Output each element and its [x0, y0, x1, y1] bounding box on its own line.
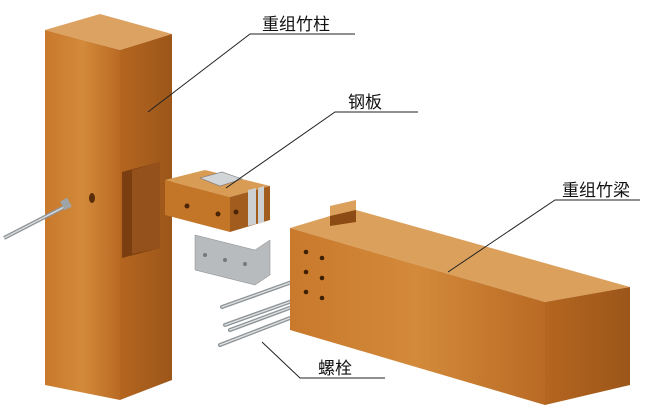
steel-plate-connector — [165, 170, 271, 286]
through-bolt — [3, 197, 72, 240]
label-steel-plate: 钢板 — [348, 93, 382, 113]
bamboo-column — [45, 14, 172, 400]
label-column: 重组竹柱 — [262, 15, 330, 35]
label-beam: 重组竹梁 — [562, 181, 630, 201]
label-bolts: 螺栓 — [318, 359, 352, 379]
leader-lines — [147, 33, 640, 379]
bamboo-beam — [290, 200, 630, 405]
bolts — [218, 280, 302, 347]
